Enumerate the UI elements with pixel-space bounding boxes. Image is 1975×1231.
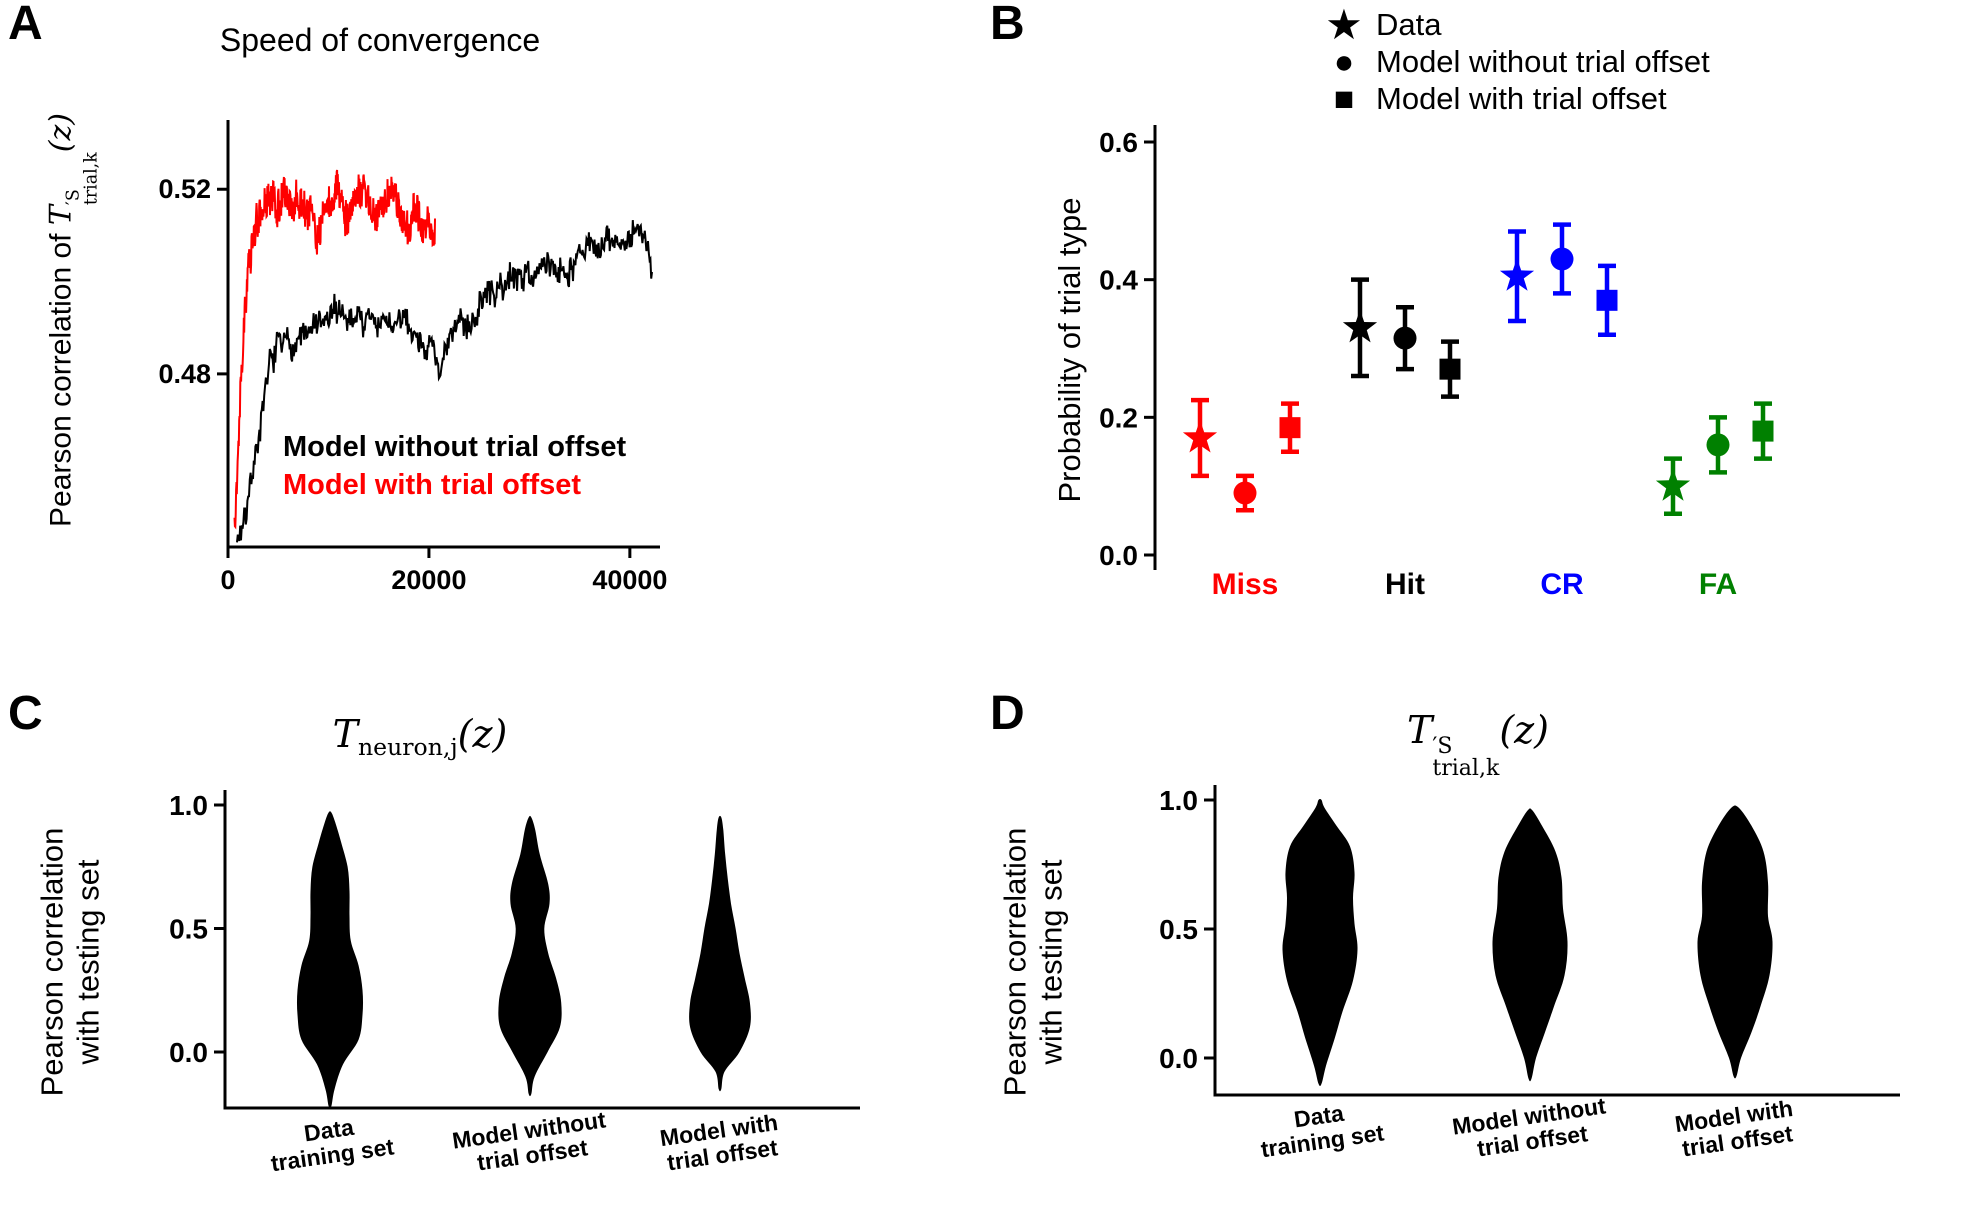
violin-2 — [689, 815, 751, 1092]
panel-a: A Speed of convergence Pearson correlati… — [0, 0, 740, 650]
panel-d-letter: D — [990, 687, 1025, 740]
panel-b-letter: B — [990, 0, 1025, 50]
y-tick-label: 0.0 — [169, 1037, 208, 1068]
panel-b: B ★ Data ● Model without trial offset ■ … — [985, 0, 1975, 650]
legend-label: Data — [1376, 6, 1442, 42]
square-icon: ■ — [1333, 79, 1355, 118]
y-tick-label: 0.0 — [1099, 540, 1138, 571]
panel-a-legend: Model without trial offset Model with tr… — [283, 428, 626, 504]
legend-label: Model without trial offset — [1376, 43, 1710, 79]
axis — [223, 790, 860, 1110]
category-label: Model withtrial offset — [658, 1109, 783, 1176]
panel-c-ylabel: Pearson correlation with testing set — [34, 827, 105, 1097]
y-tick-label: 0.52 — [158, 174, 211, 204]
category-label: CR — [1540, 568, 1584, 601]
category-label: FA — [1699, 568, 1737, 601]
circle-marker — [1550, 247, 1574, 271]
panel-a-title: Speed of convergence — [219, 22, 541, 58]
y-tick-label: 0.5 — [169, 914, 208, 945]
y-tick-label: 0.48 — [158, 359, 211, 389]
circle-marker — [1393, 326, 1417, 350]
panel-c-title: Tneuron,j(z) — [332, 712, 508, 762]
legend-item-data: ★ Data — [1320, 0, 1710, 48]
y-tick-label: 1.0 — [1159, 785, 1198, 816]
panel-c: C Tneuron,j(z) Pearson correlation with … — [0, 690, 940, 1231]
legend-label: Model with trial offset — [1376, 80, 1667, 116]
violin-1 — [1492, 808, 1568, 1082]
legend-model-without-offset: Model without trial offset — [283, 431, 627, 463]
y-tick-label: 0.4 — [1099, 265, 1138, 296]
violin-1 — [498, 815, 562, 1097]
star-marker — [1499, 258, 1535, 291]
y-tick-label: 0.6 — [1099, 127, 1138, 158]
square-marker — [1279, 417, 1301, 439]
panel-d-ylabel: Pearson correlation with testing set — [997, 827, 1068, 1097]
category-label: Miss — [1212, 568, 1279, 601]
y-tick-label: 0.0 — [1159, 1043, 1198, 1074]
legend-model-with-offset: Model with trial offset — [283, 469, 582, 501]
square-marker — [1752, 420, 1774, 442]
square-marker — [1439, 358, 1461, 380]
star-marker — [1182, 420, 1218, 453]
category-label: Datatraining set — [266, 1109, 396, 1177]
legend-item-model-with: ■ Model with trial offset — [1320, 80, 1710, 117]
star-icon: ★ — [1325, 0, 1363, 48]
violin-0 — [1282, 799, 1358, 1087]
y-tick-label: 0.5 — [1159, 914, 1198, 945]
y-tick-label: 1.0 — [169, 790, 208, 821]
circle-marker — [1233, 481, 1257, 505]
star-marker — [1342, 309, 1378, 343]
axis — [1213, 785, 1900, 1097]
category-label: Model withtrial offset — [1673, 1095, 1798, 1162]
x-tick-label: 20000 — [391, 565, 466, 595]
series-line-0 — [236, 220, 653, 543]
violin-2 — [1697, 805, 1773, 1079]
circle-marker — [1706, 433, 1730, 457]
category-label: Model withouttrial offset — [451, 1106, 612, 1178]
series-line-1 — [233, 169, 436, 530]
x-tick-label: 0 — [220, 565, 235, 595]
star-marker — [1655, 468, 1691, 501]
panel-a-plot: 0.48 0.52 0 20000 40000 — [158, 120, 667, 595]
legend-item-model-without: ● Model without trial offset — [1320, 43, 1710, 80]
y-tick-label: 0.2 — [1099, 402, 1138, 433]
panel-b-legend: ★ Data ● Model without trial offset ■ Mo… — [1320, 0, 1710, 117]
circle-icon: ● — [1333, 42, 1355, 81]
category-label: Datatraining set — [1256, 1095, 1386, 1163]
violin-0 — [296, 811, 364, 1109]
panel-a-ylabel-prefix: Pearson correlation of — [44, 225, 78, 527]
panel-a-letter: A — [8, 0, 43, 50]
x-tick-label: 40000 — [592, 565, 667, 595]
category-label: Hit — [1385, 568, 1425, 601]
square-marker — [1596, 289, 1618, 311]
panel-c-letter: C — [8, 687, 43, 740]
category-label: Model withouttrial offset — [1451, 1092, 1612, 1164]
